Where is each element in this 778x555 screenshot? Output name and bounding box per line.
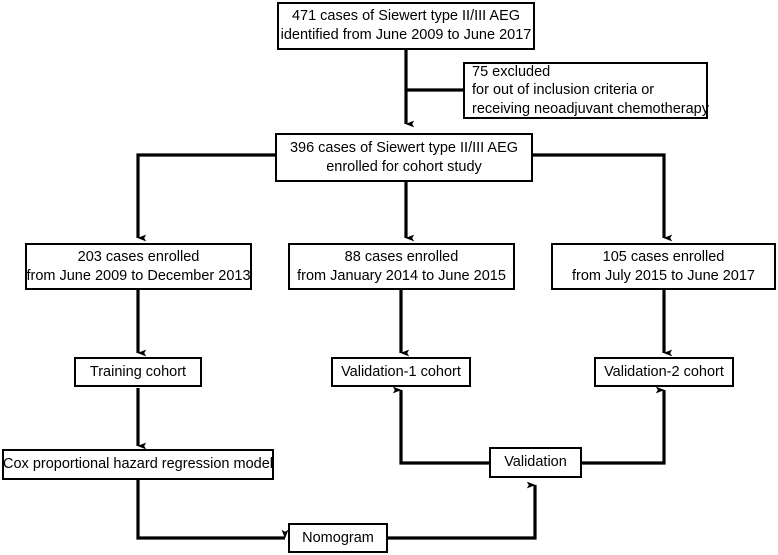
node-validation: Validation bbox=[489, 447, 582, 478]
node-cox-model: Cox proportional hazard regression model bbox=[2, 449, 274, 480]
node-cases-88-line-2: from January 2014 to June 2015 bbox=[297, 267, 506, 284]
edge-enrolled-to-105 bbox=[533, 153, 673, 242]
node-nomogram: Nomogram bbox=[288, 523, 388, 553]
edge-cox-to-nomogram bbox=[136, 480, 289, 540]
node-total-cases-line-1: 471 cases of Siewert type II/III AEG bbox=[291, 8, 521, 25]
node-validation-1-cohort: Validation-1 cohort bbox=[331, 357, 471, 387]
node-cases-203-line-1: 203 cases enrolled bbox=[77, 248, 200, 265]
edge-validation-to-validation2 bbox=[582, 386, 666, 465]
node-nomogram-label: Nomogram bbox=[302, 529, 374, 546]
node-total-cases: 471 cases of Siewert type II/III AEG ide… bbox=[277, 2, 535, 50]
node-total-cases-line-2: identified from June 2009 to June 2017 bbox=[280, 27, 532, 43]
node-cases-105-line-2: from July 2015 to June 2017 bbox=[572, 267, 755, 284]
node-validation-2-cohort-label: Validation-2 cohort bbox=[604, 363, 724, 380]
node-training-cohort-label: Training cohort bbox=[89, 363, 187, 380]
node-validation-label: Validation bbox=[504, 454, 567, 471]
node-excluded-line-2: for out of inclusion criteria or bbox=[472, 82, 655, 99]
node-cases-203: 203 cases enrolled from June 2009 to Dec… bbox=[25, 243, 252, 290]
node-validation-1-cohort-label: Validation-1 cohort bbox=[341, 363, 461, 380]
node-enrolled-cohort-line-1: 396 cases of Siewert type II/III AEG bbox=[289, 139, 519, 156]
node-cases-203-line-2: from June 2009 to December 2013 bbox=[26, 267, 251, 284]
node-cox-model-label: Cox proportional hazard regression model bbox=[3, 456, 274, 473]
node-excluded-line-1: 75 excluded bbox=[472, 63, 551, 80]
node-cases-88-line-1: 88 cases enrolled bbox=[344, 248, 459, 265]
edge-nomogram-to-validation bbox=[388, 481, 537, 540]
node-validation-2-cohort: Validation-2 cohort bbox=[594, 357, 734, 387]
node-enrolled-cohort-line-2: enrolled for cohort study bbox=[326, 158, 482, 175]
node-enrolled-cohort: 396 cases of Siewert type II/III AEG enr… bbox=[275, 133, 533, 182]
edge-enrolled-to-203 bbox=[136, 153, 275, 242]
node-cases-88: 88 cases enrolled from January 2014 to J… bbox=[288, 243, 515, 290]
node-training-cohort: Training cohort bbox=[74, 357, 202, 387]
node-cases-105: 105 cases enrolled from July 2015 to Jun… bbox=[551, 243, 776, 290]
node-excluded-line-3: receiving neoadjuvant chemotherapy bbox=[472, 100, 709, 117]
edge-validation-to-validation1 bbox=[392, 386, 489, 465]
node-excluded: 75 excluded for out of inclusion criteri… bbox=[463, 62, 709, 119]
node-cases-105-line-1: 105 cases enrolled bbox=[602, 248, 725, 265]
